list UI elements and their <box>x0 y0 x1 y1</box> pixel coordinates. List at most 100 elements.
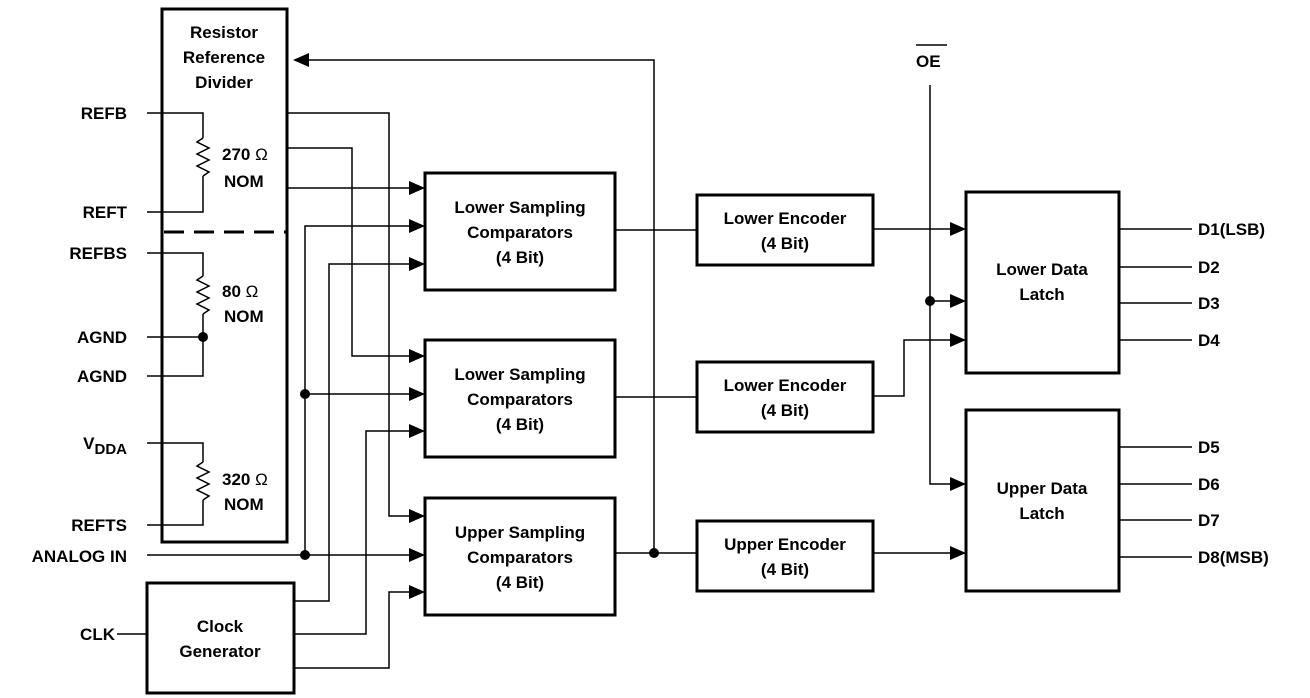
lower-latch-line1: Lower Data <box>996 260 1088 279</box>
wire-clk-lower2 <box>294 430 410 635</box>
lower-encoder-1: Lower Encoder (4 Bit) <box>695 193 875 267</box>
output-d5: D5 <box>1198 438 1220 457</box>
pin-refbs: REFBS <box>69 244 127 263</box>
lower-encoder-1-line1: Lower Encoder <box>724 209 847 228</box>
lower-encoder-2: Lower Encoder (4 Bit) <box>695 360 875 434</box>
wire-reft <box>147 176 204 213</box>
lower-encoder-2-box <box>695 360 875 434</box>
lower-data-latch: Lower Data Latch <box>964 190 1121 375</box>
pin-vdda: VDDA <box>83 434 127 458</box>
upper-encoder-junction-dot <box>649 548 659 558</box>
wire-tap-upper <box>287 112 410 517</box>
resistor-divider-line2: Reference <box>183 48 265 67</box>
encoder-latch-wires <box>873 222 966 560</box>
wire-feedback-to-divider <box>305 59 655 553</box>
clock-wires <box>294 257 425 669</box>
resistor-divider-line1: Resistor <box>190 23 258 42</box>
lower-sampling-2-line1: Lower Sampling <box>454 365 585 384</box>
output-d7: D7 <box>1198 511 1220 530</box>
output-d3: D3 <box>1198 294 1220 313</box>
wire-refbs <box>147 252 204 276</box>
resistor-320-nom: NOM <box>224 495 264 514</box>
resistor-270-symbol <box>195 137 211 177</box>
upper-sampling-line3: (4 Bit) <box>496 573 544 592</box>
upper-data-latch: Upper Data Latch <box>964 408 1121 593</box>
wire-vdda <box>147 442 204 462</box>
lower-encoder-1-line2: (4 Bit) <box>761 234 809 253</box>
lower-latch-line2: Latch <box>1019 285 1064 304</box>
arrow-upper-in3 <box>409 585 425 599</box>
lower-sampling-comparators-1: Lower Sampling Comparators (4 Bit) <box>423 171 617 292</box>
arrow-lower2-in3 <box>409 424 425 438</box>
wire-analog-to-lower1 <box>304 225 410 555</box>
arrow-lower1-in2 <box>409 219 425 233</box>
wire-refb <box>147 112 204 138</box>
lower-sampling-1-box <box>423 171 617 292</box>
arrow-lower1-in1 <box>409 181 425 195</box>
output-d4: D4 <box>1198 331 1220 350</box>
pin-refts: REFTS <box>71 516 127 535</box>
output-pins: D1(LSB) D2 D3 D4 D5 D6 D7 D8(MSB) <box>1119 220 1269 567</box>
arrow-upper-in2 <box>409 548 425 562</box>
arrow-latch-in1 <box>950 222 966 236</box>
lower-sampling-2-line3: (4 Bit) <box>496 415 544 434</box>
lower-sampling-2-line2: Comparators <box>467 390 573 409</box>
upper-latch-line1: Upper Data <box>997 479 1088 498</box>
wire-clk-lower1 <box>294 263 410 602</box>
lower-encoder-2-line2: (4 Bit) <box>761 401 809 420</box>
wire-oe <box>929 85 951 485</box>
upper-encoder: Upper Encoder (4 Bit) <box>695 519 875 593</box>
reference-wires <box>287 53 655 553</box>
resistor-270-value: 270 Ω <box>222 145 268 164</box>
resistor-320-value: 320 Ω <box>222 470 268 489</box>
lower-encoder-2-line1: Lower Encoder <box>724 376 847 395</box>
upper-sampling-line2: Comparators <box>467 548 573 567</box>
lower-sampling-1-line3: (4 Bit) <box>496 248 544 267</box>
pin-clk: CLK <box>80 625 116 644</box>
arrow-upper-latch-in1 <box>950 477 966 491</box>
resistor-reference-divider: Resistor Reference Divider 270 Ω NOM 80 … <box>147 7 289 544</box>
clock-generator-box <box>145 581 296 695</box>
lower-sampling-comparators-2: Lower Sampling Comparators (4 Bit) <box>423 338 617 459</box>
output-d1: D1(LSB) <box>1198 220 1265 239</box>
oe-label: OE <box>916 52 941 71</box>
pin-analog-in: ANALOG IN <box>32 547 127 566</box>
agnd-junction-dot <box>198 332 208 342</box>
clock-generator: Clock Generator <box>117 581 296 695</box>
upper-encoder-line1: Upper Encoder <box>724 535 846 554</box>
pin-agnd-2: AGND <box>77 367 127 386</box>
arrow-upper-latch-in2 <box>950 546 966 560</box>
output-d2: D2 <box>1198 258 1220 277</box>
resistor-divider-line3: Divider <box>195 73 253 92</box>
upper-sampling-box <box>423 496 617 617</box>
lower-sampling-2-box <box>423 338 617 459</box>
output-d8: D8(MSB) <box>1198 548 1269 567</box>
upper-encoder-box <box>695 519 875 593</box>
wire-tap-lower2 <box>287 147 410 357</box>
output-d6: D6 <box>1198 475 1220 494</box>
arrow-divider-input <box>293 53 309 67</box>
lower-sampling-1-line1: Lower Sampling <box>454 198 585 217</box>
wire-clk-upper <box>294 591 410 669</box>
arrow-latch-in2 <box>950 294 966 308</box>
pin-reft: REFT <box>83 203 128 222</box>
arrow-latch-in3 <box>950 333 966 347</box>
upper-latch-line2: Latch <box>1019 504 1064 523</box>
clock-generator-line1: Clock <box>197 617 244 636</box>
resistor-80-nom: NOM <box>224 307 264 326</box>
arrow-lower2-in2 <box>409 387 425 401</box>
left-pin-labels: REFB REFT REFBS AGND AGND VDDA REFTS ANA… <box>32 104 128 644</box>
upper-latch-box <box>964 408 1121 593</box>
output-enable: OE <box>916 44 966 491</box>
lower-latch-box <box>964 190 1121 375</box>
comparator-encoder-wires <box>615 229 697 558</box>
resistor-270-nom: NOM <box>224 172 264 191</box>
resistor-320-symbol <box>195 461 211 501</box>
pin-agnd-1: AGND <box>77 328 127 347</box>
arrow-lower2-in1 <box>409 349 425 363</box>
clock-generator-line2: Generator <box>179 642 261 661</box>
upper-encoder-line2: (4 Bit) <box>761 560 809 579</box>
lower-sampling-1-line2: Comparators <box>467 223 573 242</box>
upper-sampling-line1: Upper Sampling <box>455 523 585 542</box>
